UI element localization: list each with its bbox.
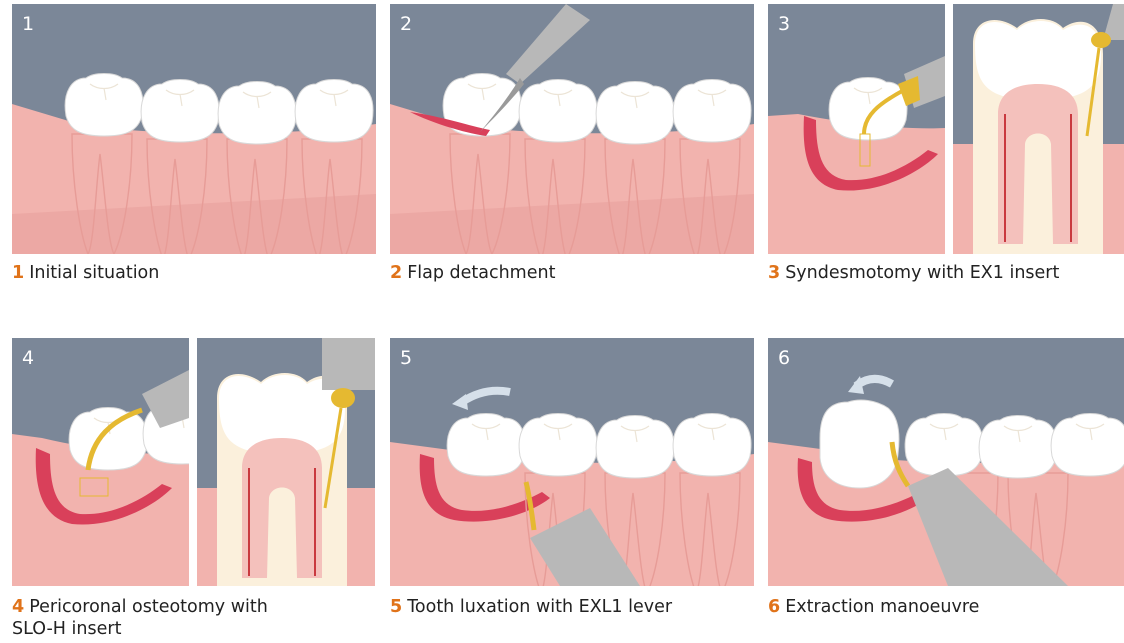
step-6-illustration: 6: [768, 338, 1124, 586]
step-1-caption-text: Initial situation: [29, 263, 159, 283]
step-1-number: 1: [22, 13, 34, 35]
step-4-caption-number: 4: [12, 597, 24, 617]
step-6-number: 6: [778, 347, 790, 369]
step-6-caption-number: 6: [768, 597, 780, 617]
step-2-caption-text: Flap detachment: [407, 263, 555, 283]
step-2-caption-number: 2: [390, 263, 402, 283]
step-4-caption-text: Pericoronal osteotomy with SLO-H insert: [12, 597, 268, 639]
step-4-number: 4: [22, 347, 34, 369]
step-3-illustration-right: [953, 4, 1124, 254]
step-3-number: 3: [778, 13, 790, 35]
step-2-illustration: 2: [390, 4, 754, 254]
step-2-number: 2: [400, 13, 412, 35]
step-5-caption-number: 5: [390, 597, 402, 617]
step-3-caption-text: Syndesmotomy with EX1 insert: [785, 263, 1059, 283]
step-1-caption-number: 1: [12, 263, 24, 283]
step-1-illustration: 1: [12, 4, 376, 254]
step-5-number: 5: [400, 347, 412, 369]
step-3-illustration-left: 3: [768, 4, 945, 254]
step-6-caption-text: Extraction manoeuvre: [785, 597, 979, 617]
step-5-caption-text: Tooth luxation with EXL1 lever: [407, 597, 672, 617]
step-3-caption-number: 3: [768, 263, 780, 283]
step-4-illustration-left: 4: [12, 338, 189, 586]
step-4-illustration-right: [197, 338, 375, 586]
step-5-illustration: 5: [390, 338, 754, 586]
